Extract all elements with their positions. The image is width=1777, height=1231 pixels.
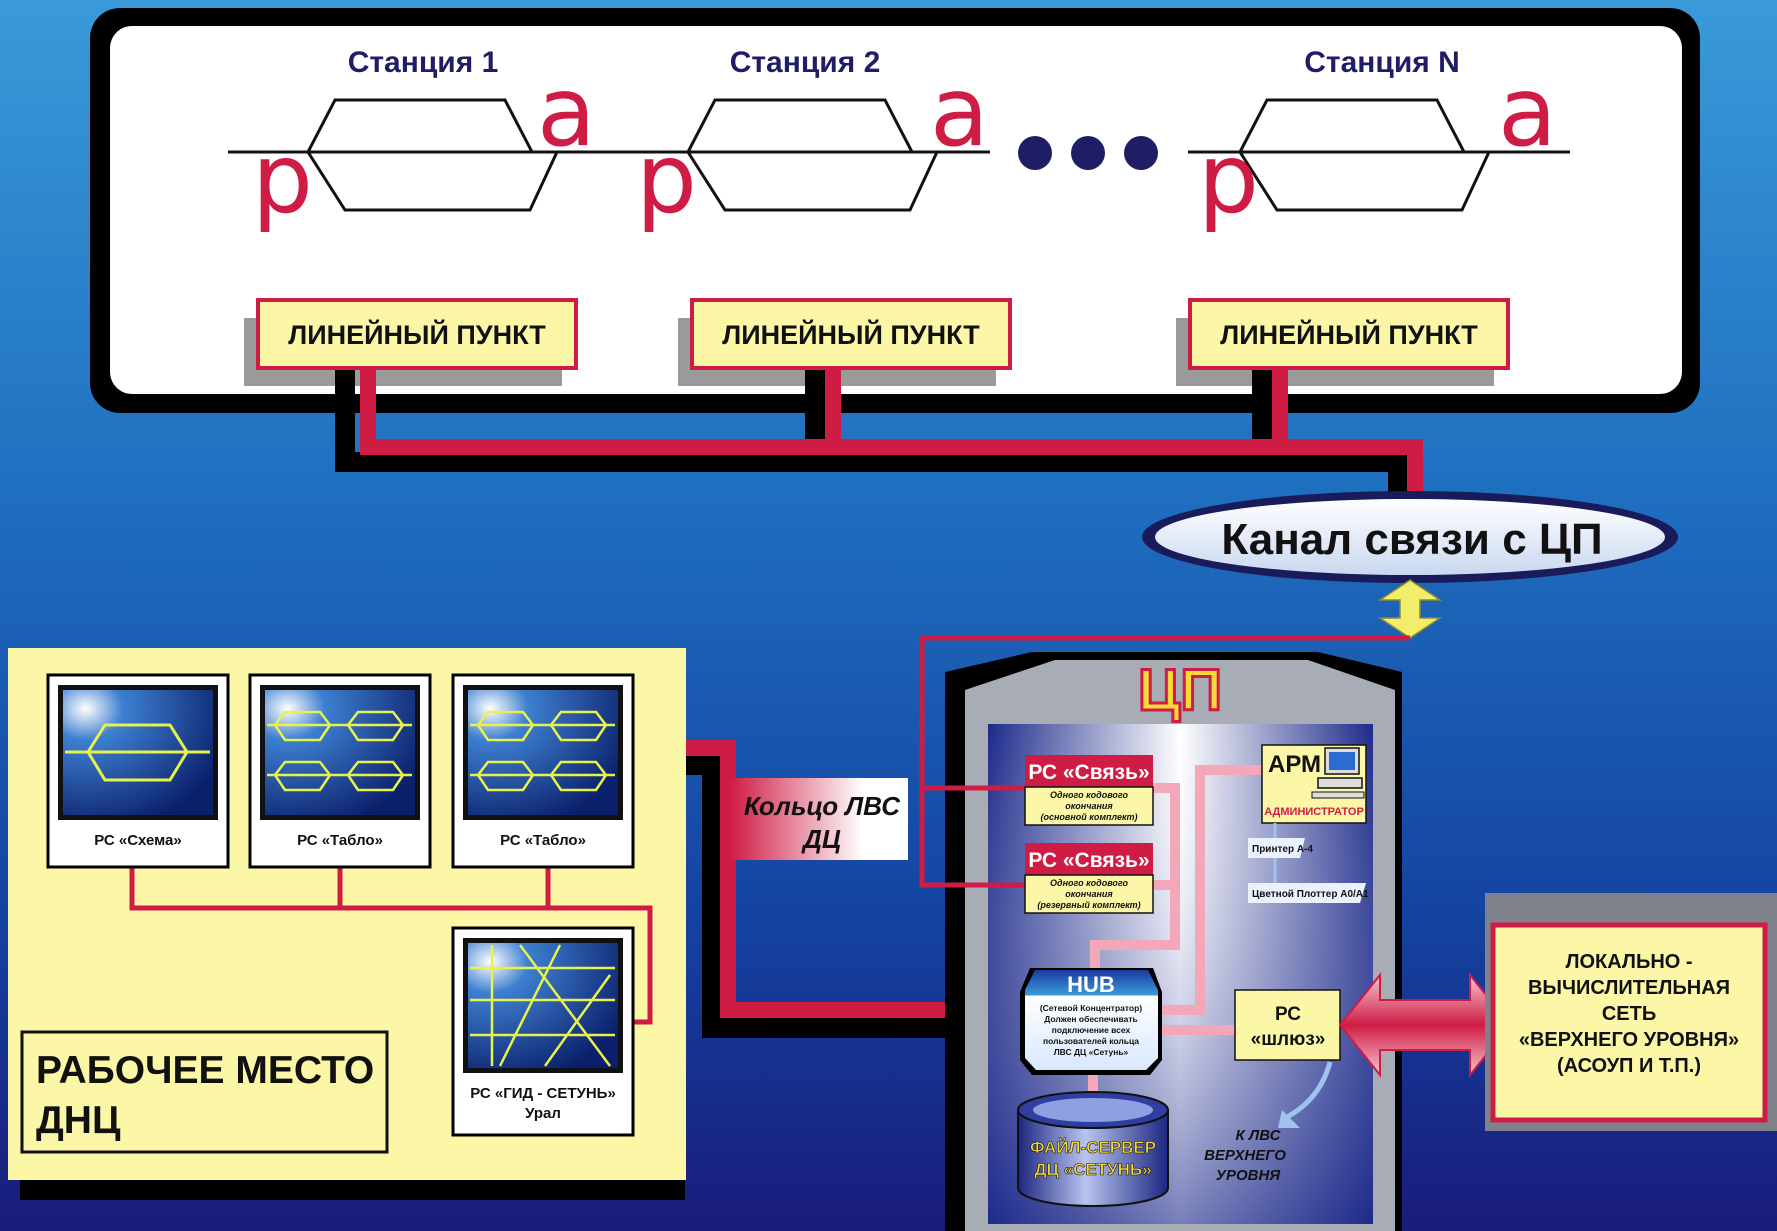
station-n-letter-p: р <box>1198 123 1259 235</box>
ellipsis-dots <box>1018 136 1158 170</box>
gateway-l2: «шлюз» <box>1251 1029 1326 1050</box>
line-point-3 <box>1188 298 1510 370</box>
workplace-title-box <box>20 1030 389 1154</box>
file-server-l1: ФАЙЛ-СЕРВЕР <box>1030 1138 1156 1157</box>
printer-tag <box>1248 838 1305 858</box>
channel-oval <box>1155 499 1665 575</box>
line-point-1-label: ЛИНЕЙНЫЙ ПУНКТ <box>288 319 546 350</box>
ring-label-line1: Кольцо ЛВС <box>744 791 901 821</box>
ring-connector <box>686 740 1030 1038</box>
lan-l4: «ВЕРХНЕГО УРОВНЯ» <box>1519 1029 1739 1051</box>
line-point-3-label: ЛИНЕЙНЫЙ ПУНКТ <box>1220 319 1478 350</box>
workplace-title-line1: РАБОЧЕЕ МЕСТО <box>36 1049 374 1092</box>
monitor-1 <box>46 673 230 869</box>
ring-label-line2: ДЦ <box>801 824 841 854</box>
monitor-4 <box>451 926 635 1137</box>
svyaz-reserve-l2: окончания <box>1065 889 1113 899</box>
station-1-track <box>306 98 560 212</box>
hub-l2: Должен обеспечивать <box>1044 1014 1138 1024</box>
monitor-2-label: РС «Табло» <box>297 832 383 849</box>
printer-label: Принтер А-4 <box>1252 844 1313 855</box>
lan-l3: СЕТЬ <box>1602 1003 1656 1025</box>
svyaz-reserve-l3: (резервный комплект) <box>1037 900 1140 910</box>
station-n-track <box>1238 98 1492 212</box>
station-n-letter-a: а <box>1498 56 1557 168</box>
upper-lan-l1: К ЛВС <box>1236 1127 1282 1144</box>
arm-subtitle: АДМИНИСТРАТОР <box>1264 806 1364 818</box>
gateway-box <box>1234 989 1341 1061</box>
monitor-2 <box>248 673 432 869</box>
channel-to-svyaz-wire <box>919 635 1410 888</box>
station-letters: р а р а р а <box>252 56 1557 235</box>
line-point-1 <box>256 298 578 370</box>
workplace-title-line2: ДНЦ <box>36 1099 121 1142</box>
file-server-icon <box>1017 1091 1169 1207</box>
upper-lan-arrow <box>1283 1061 1333 1121</box>
station-tracks <box>228 98 1570 212</box>
station-1-letter-p: р <box>252 123 313 235</box>
station-2-letter-a: а <box>930 56 989 168</box>
monitor-1-label: РС «Схема» <box>94 832 182 849</box>
hub-l5: ЛВС ДЦ «Сетунь» <box>1054 1047 1129 1057</box>
svyaz-reserve <box>1024 843 1154 914</box>
monitor-4-label-line2: Урал <box>525 1105 561 1122</box>
lan-box <box>1490 922 1768 1123</box>
station-n-name: Станция N <box>1304 46 1460 79</box>
arm-title: АРМ <box>1268 751 1321 778</box>
monitor-4-label-line1: РС «ГИД - СЕТУНЬ» <box>470 1085 616 1102</box>
station-2-name: Станция 2 <box>730 46 881 79</box>
hub-l1: (Сетевой Концентратор) <box>1040 1003 1142 1013</box>
station-1-letter-a: а <box>537 56 596 168</box>
hub-box <box>1020 968 1162 1075</box>
svyaz-main-l3: (основной комплект) <box>1040 812 1137 822</box>
svyaz-main <box>1024 755 1154 826</box>
svyaz-main-title: РС «Связь» <box>1028 761 1149 784</box>
channel-label: Канал связи с ЦП <box>1221 515 1602 564</box>
upper-lan-l3: УРОВНЯ <box>1216 1167 1281 1184</box>
svyaz-reserve-l1: Одного кодового <box>1050 878 1128 888</box>
line-point-2-label: ЛИНЕЙНЫЙ ПУНКТ <box>722 319 980 350</box>
station-2-track <box>686 98 940 212</box>
line-point-2 <box>690 298 1012 370</box>
channel-bus <box>335 370 1423 500</box>
hub-l3: подключение всех <box>1052 1025 1131 1035</box>
channel-double-arrow <box>1377 579 1443 639</box>
svyaz-main-l1: Одного кодового <box>1050 790 1128 800</box>
lan-l2: ВЫЧИСЛИТЕЛЬНАЯ <box>1528 977 1730 999</box>
workplace-wiring <box>129 865 653 1025</box>
station-1-name: Станция 1 <box>348 46 499 79</box>
plotter-label: Цветной Плоттер А0/А1 <box>1252 889 1369 900</box>
monitor-3 <box>451 673 635 869</box>
hub-l4: пользователей кольца <box>1043 1036 1139 1046</box>
station-2-letter-p: р <box>636 123 697 235</box>
lan-l1: ЛОКАЛЬНО - <box>1565 951 1692 973</box>
monitor-3-label: РС «Табло» <box>500 832 586 849</box>
file-server-l2: ДЦ «СЕТУНЬ» <box>1034 1160 1151 1179</box>
plotter-tag <box>1248 883 1366 903</box>
gateway-l1: РС <box>1275 1004 1301 1025</box>
svyaz-reserve-title: РС «Связь» <box>1028 849 1149 872</box>
hub-title: HUB <box>1067 972 1115 997</box>
line-point-boxes <box>244 298 1510 386</box>
upper-lan-l2: ВЕРХНЕГО <box>1204 1147 1286 1164</box>
svyaz-main-l2: окончания <box>1065 801 1113 811</box>
cp-title: ЦП <box>1138 658 1222 723</box>
computer-icon <box>1311 747 1365 799</box>
lan-l5: (АСОУП И Т.П.) <box>1557 1055 1701 1077</box>
